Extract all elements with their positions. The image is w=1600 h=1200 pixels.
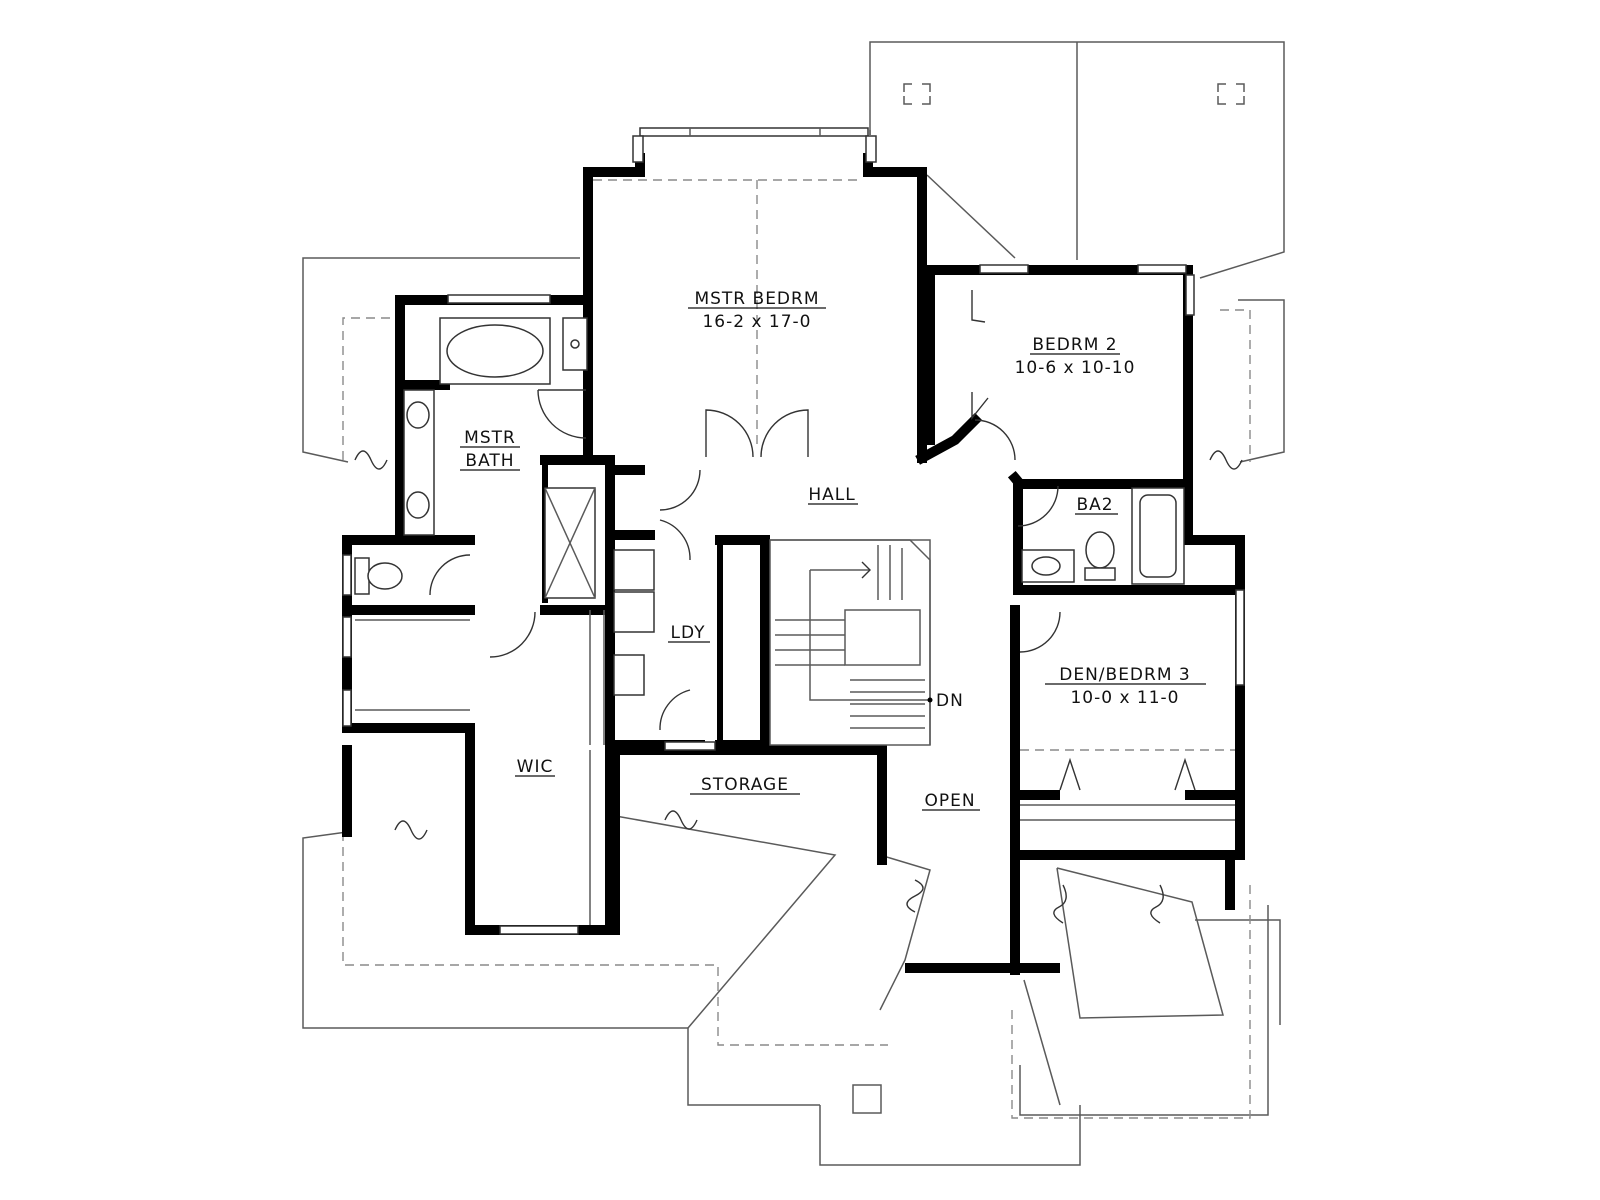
label-master-bath-line2: BATH <box>465 451 514 471</box>
room-labels: MSTR BEDRM 16-2 x 17-0 BEDRM 2 10-6 x 10… <box>464 289 1190 811</box>
fixtures <box>354 317 1235 925</box>
label-den-bedroom-3-size: 10-0 x 11-0 <box>1070 688 1179 708</box>
label-bedroom-2: BEDRM 2 <box>1032 335 1117 355</box>
label-underlines <box>460 307 1206 811</box>
label-walk-in-closet: WIC <box>517 757 554 777</box>
label-storage: STORAGE <box>701 775 789 795</box>
label-bedroom-2-size: 10-6 x 10-10 <box>1015 358 1136 378</box>
label-stair-down: DN <box>936 691 964 711</box>
roof-outlines <box>302 41 1285 1166</box>
door-swings <box>354 290 1243 924</box>
label-bath-2: BA2 <box>1076 495 1113 515</box>
label-den-bedroom-3: DEN/BEDRM 3 <box>1059 665 1190 685</box>
label-hall: HALL <box>808 485 855 505</box>
staircase <box>769 539 933 746</box>
label-open: OPEN <box>924 791 975 811</box>
dashed-lines <box>342 179 1251 1119</box>
label-laundry: LDY <box>670 623 705 643</box>
label-master-bedroom-size: 16-2 x 17-0 <box>702 312 811 332</box>
windows <box>342 127 1245 935</box>
label-master-bath-line1: MSTR <box>464 428 516 448</box>
label-master-bedroom: MSTR BEDRM <box>694 289 819 309</box>
